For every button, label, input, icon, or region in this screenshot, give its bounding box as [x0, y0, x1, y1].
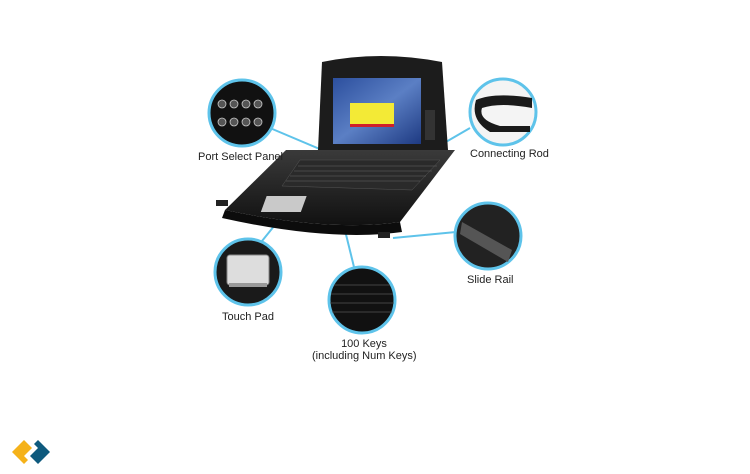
label-keys: 100 Keys (including Num Keys): [312, 338, 417, 362]
label-slide-rail: Slide Rail: [467, 274, 514, 286]
touch-pad-zoom: [213, 237, 283, 307]
label-touch-pad: Touch Pad: [222, 311, 274, 323]
keyboard-tray: [216, 150, 455, 238]
label-port-select-panel: Port Select Panel: [198, 151, 283, 163]
label-connecting-rod: Connecting Rod: [470, 148, 549, 160]
label-keys-line1: 100 Keys: [341, 338, 387, 350]
keys-zoom: [327, 265, 397, 335]
brand-logo: [12, 440, 50, 464]
monitor: [318, 56, 448, 150]
connecting-rod-zoom: [468, 77, 538, 147]
slide-rail-zoom: [453, 201, 523, 271]
label-keys-line2: (including Num Keys): [312, 350, 417, 362]
port-select-panel-zoom: [207, 78, 277, 148]
